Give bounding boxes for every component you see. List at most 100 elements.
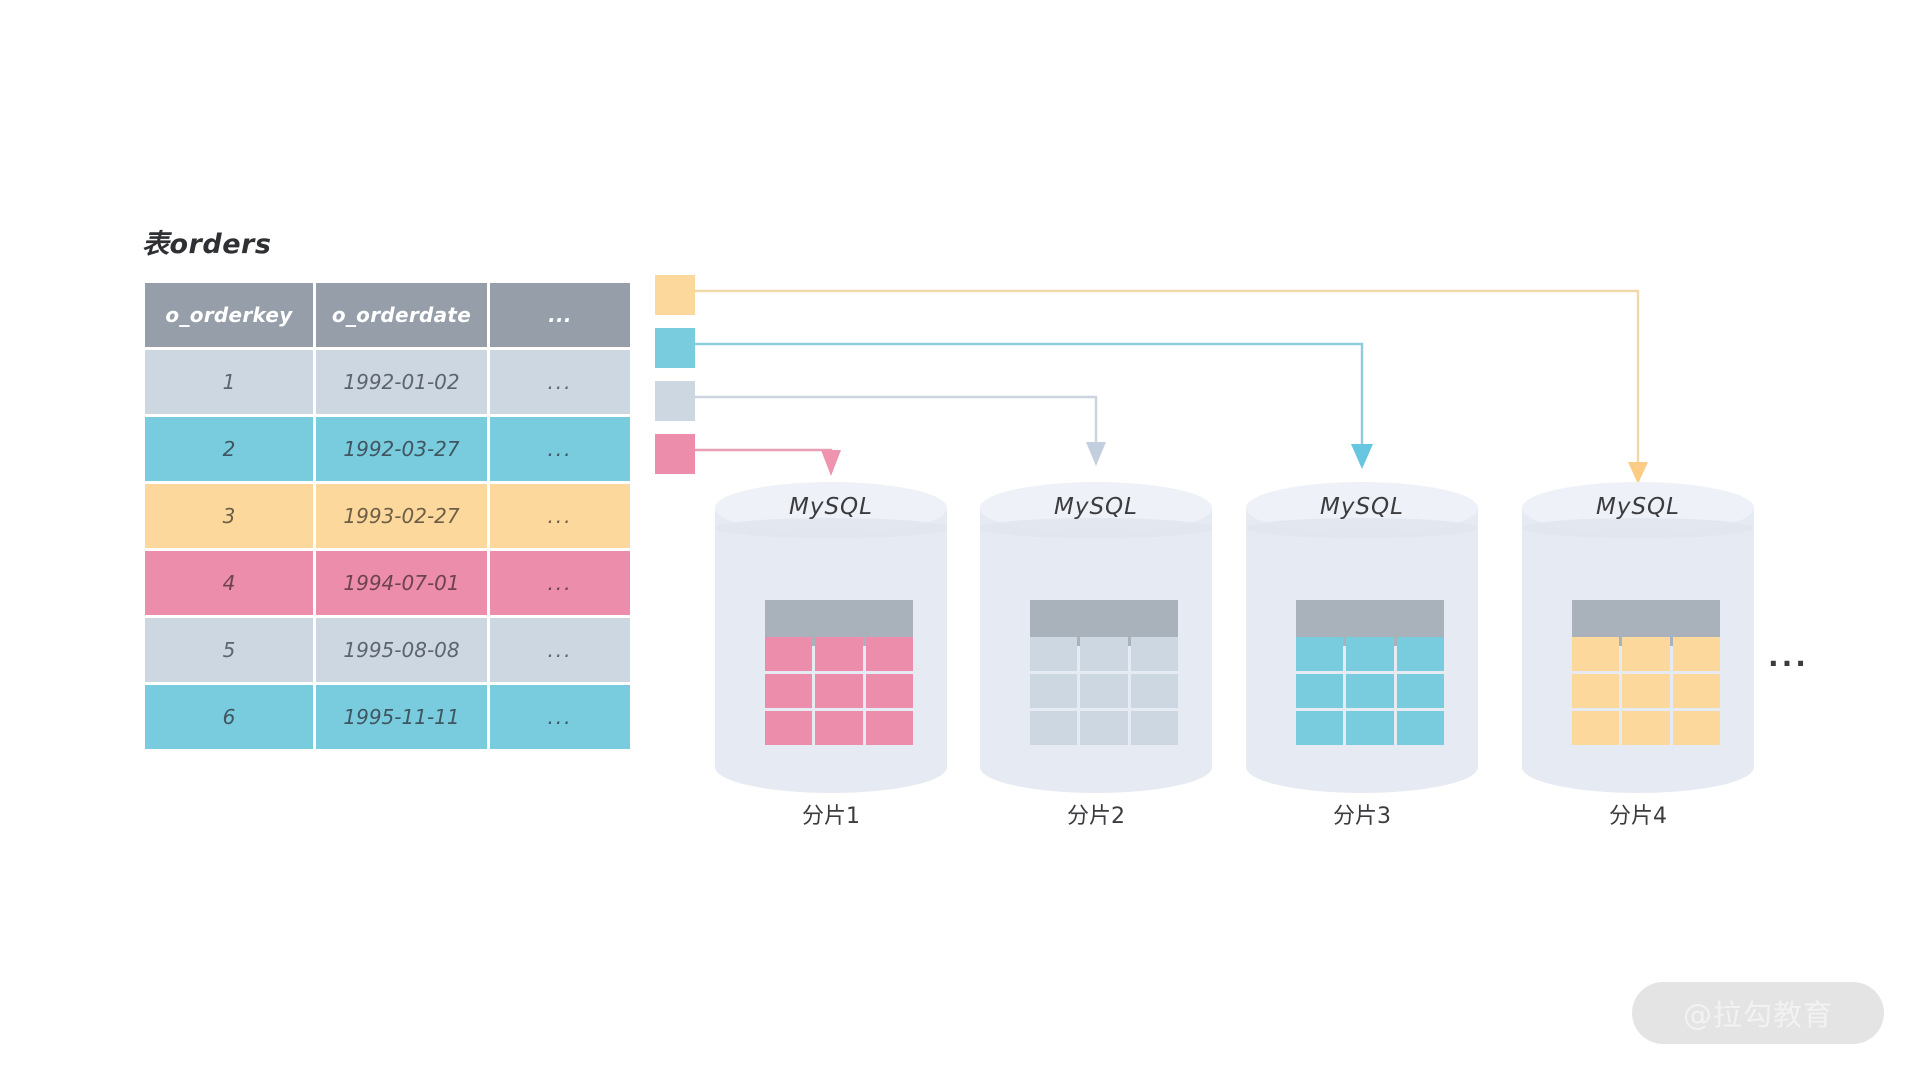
mini-cell xyxy=(1030,637,1078,671)
mini-cell xyxy=(865,674,913,708)
mini-cell xyxy=(1622,711,1670,745)
shard-node-3: MySQL 分片3 xyxy=(1246,482,1478,829)
page-title: 表orders xyxy=(142,229,272,260)
cell-more: ... xyxy=(490,685,630,749)
cell-orderkey: 5 xyxy=(145,618,313,682)
mini-cell xyxy=(1346,674,1394,708)
wire-yellow-to-shard4 xyxy=(695,289,1640,466)
mini-cell xyxy=(1296,711,1344,745)
shard-label: 分片3 xyxy=(1333,804,1391,829)
mini-cell xyxy=(815,674,863,708)
mini-cell xyxy=(1622,674,1670,708)
table-row: 6 1995-11-11 ... xyxy=(145,685,630,749)
cell-orderkey: 6 xyxy=(145,685,313,749)
cell-orderkey: 1 xyxy=(145,350,313,414)
cell-more: ... xyxy=(490,417,630,481)
cell-orderdate: 1995-08-08 xyxy=(316,618,487,682)
cylinder-shading xyxy=(1522,518,1754,538)
mini-cell xyxy=(1396,711,1444,745)
mini-cell xyxy=(1346,711,1394,745)
mini-cell xyxy=(815,711,863,745)
mini-cell xyxy=(1130,674,1178,708)
mini-cell xyxy=(765,674,813,708)
mini-cell xyxy=(865,711,913,745)
cell-more: ... xyxy=(490,551,630,615)
mini-cell xyxy=(1572,637,1620,671)
table-row: 5 1995-08-08 ... xyxy=(145,618,630,682)
mini-cell xyxy=(1030,674,1078,708)
mini-cell xyxy=(815,637,863,671)
shard-node-4: MySQL 分片4 xyxy=(1522,482,1754,829)
mini-cell xyxy=(1396,637,1444,671)
mini-cell xyxy=(1030,711,1078,745)
arrowhead-yellow xyxy=(1628,462,1648,484)
db-label: MySQL xyxy=(789,494,873,520)
table-row: 3 1993-02-27 ... xyxy=(145,484,630,548)
cell-orderdate: 1995-11-11 xyxy=(316,685,487,749)
column-header-more: ... xyxy=(490,283,630,347)
cell-orderdate: 1992-03-27 xyxy=(316,417,487,481)
cell-orderkey: 2 xyxy=(145,417,313,481)
mini-cell xyxy=(1130,637,1178,671)
legend-chip-pink xyxy=(655,434,695,474)
column-header-orderdate: o_orderdate xyxy=(316,283,487,347)
mini-cell xyxy=(1080,637,1128,671)
shard-mini-table xyxy=(1572,600,1720,745)
shard-node-1: MySQL 分片1 xyxy=(715,482,947,829)
cylinder-shading xyxy=(1246,518,1478,538)
table-row: 2 1992-03-27 ... xyxy=(145,417,630,481)
column-header-orderkey: o_orderkey xyxy=(145,283,313,347)
legend-chip-gray xyxy=(655,381,695,421)
mini-cell xyxy=(1672,711,1720,745)
mini-cell xyxy=(1346,637,1394,671)
mini-cell xyxy=(1572,711,1620,745)
cell-orderdate: 1992-01-02 xyxy=(316,350,487,414)
cell-orderdate: 1993-02-27 xyxy=(316,484,487,548)
shard-mini-table xyxy=(765,600,913,745)
mini-cell xyxy=(1296,637,1344,671)
db-label: MySQL xyxy=(1596,494,1680,520)
wire-pink-to-shard1 xyxy=(695,448,833,452)
mini-cell xyxy=(765,711,813,745)
watermark: @拉勾教育 xyxy=(1632,982,1884,1044)
cell-orderdate: 1994-07-01 xyxy=(316,551,487,615)
mini-cell xyxy=(765,637,813,671)
cell-more: ... xyxy=(490,618,630,682)
shard-mini-table xyxy=(1296,600,1444,745)
cell-more: ... xyxy=(490,484,630,548)
table-row: 4 1994-07-01 ... xyxy=(145,551,630,615)
shard-label: 分片1 xyxy=(802,804,860,829)
shard-node-2: MySQL 分片2 xyxy=(980,482,1212,829)
arrowhead-gray xyxy=(1086,442,1106,466)
mini-cell xyxy=(865,637,913,671)
mini-cell xyxy=(1080,674,1128,708)
mini-cell xyxy=(1672,674,1720,708)
db-label: MySQL xyxy=(1320,494,1404,520)
shard-mini-table xyxy=(1030,600,1178,745)
arrowhead-pink xyxy=(821,450,841,476)
orders-table: o_orderkey o_orderdate ... 1 1992-01-02 … xyxy=(142,280,633,752)
cell-orderkey: 4 xyxy=(145,551,313,615)
db-label: MySQL xyxy=(1054,494,1138,520)
more-shards-ellipsis: ... xyxy=(1768,640,1809,673)
mini-cell xyxy=(1672,637,1720,671)
cylinder-shading xyxy=(980,518,1212,538)
arrowhead-cyan xyxy=(1351,444,1373,469)
cell-orderkey: 3 xyxy=(145,484,313,548)
shard-label: 分片4 xyxy=(1609,804,1667,829)
wire-cyan-to-shard3 xyxy=(695,342,1364,448)
table-header-row: o_orderkey o_orderdate ... xyxy=(145,283,630,347)
mini-cell xyxy=(1622,637,1670,671)
legend-chip-yellow xyxy=(655,275,695,315)
mini-cell xyxy=(1296,674,1344,708)
mini-cell xyxy=(1572,674,1620,708)
shard-label: 分片2 xyxy=(1067,804,1125,829)
wire-gray-to-shard2 xyxy=(695,395,1098,446)
cell-more: ... xyxy=(490,350,630,414)
table-row: 1 1992-01-02 ... xyxy=(145,350,630,414)
mini-cell xyxy=(1130,711,1178,745)
mini-cell xyxy=(1396,674,1444,708)
cylinder-shading xyxy=(715,518,947,538)
mini-cell xyxy=(1080,711,1128,745)
